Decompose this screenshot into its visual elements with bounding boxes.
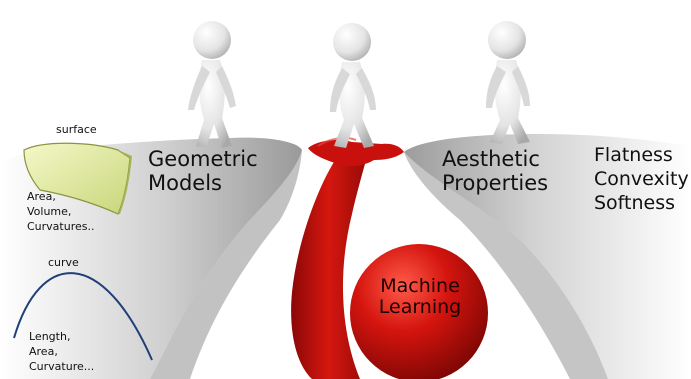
machine-learning-label: Machine Learning xyxy=(372,275,468,319)
aesthetic-properties-line2: Properties xyxy=(442,170,549,195)
surface-measures: Area, Volume, Curvatures.. xyxy=(27,190,94,235)
machine-learning-ball xyxy=(350,244,488,379)
property-flatness: Flatness xyxy=(594,144,673,166)
properties-list: Flatness Convexity Softness xyxy=(594,144,689,215)
surface-title: surface xyxy=(56,123,97,136)
property-softness: Softness xyxy=(594,191,676,214)
figure-center xyxy=(330,23,376,148)
red-arm xyxy=(291,150,366,379)
aesthetic-properties-label: Aesthetic Properties xyxy=(442,147,549,195)
geometric-models-line2: Models xyxy=(148,170,222,195)
surface-measure-area: Area, xyxy=(27,190,56,203)
geometric-models-line1: Geometric xyxy=(148,147,258,171)
geometric-models-label: Geometric Models xyxy=(148,147,258,195)
machine-learning-line1: Machine xyxy=(380,275,460,297)
right-cliff-shadow xyxy=(404,152,608,379)
figure-left xyxy=(188,21,236,148)
curve-measure-length: Length, xyxy=(29,330,71,343)
property-convexity: Convexity xyxy=(594,167,689,190)
curve-measure-curvature: Curvature... xyxy=(29,359,95,373)
left-cliff-shadow xyxy=(150,150,302,379)
curve-measures: Length, Area, Curvature... xyxy=(29,330,94,375)
red-hand xyxy=(308,140,404,167)
curve-title: curve xyxy=(48,256,79,269)
curve-measure-area: Area, xyxy=(29,344,58,358)
right-cliff xyxy=(404,134,691,379)
figure-right xyxy=(486,21,530,144)
surface-measure-volume: Volume, xyxy=(27,204,72,218)
curve-arc xyxy=(13,272,153,361)
surface-measure-curvatures: Curvatures.. xyxy=(27,219,95,233)
aesthetic-properties-line1: Aesthetic xyxy=(442,147,540,171)
machine-learning-line2: Learning xyxy=(378,296,462,319)
